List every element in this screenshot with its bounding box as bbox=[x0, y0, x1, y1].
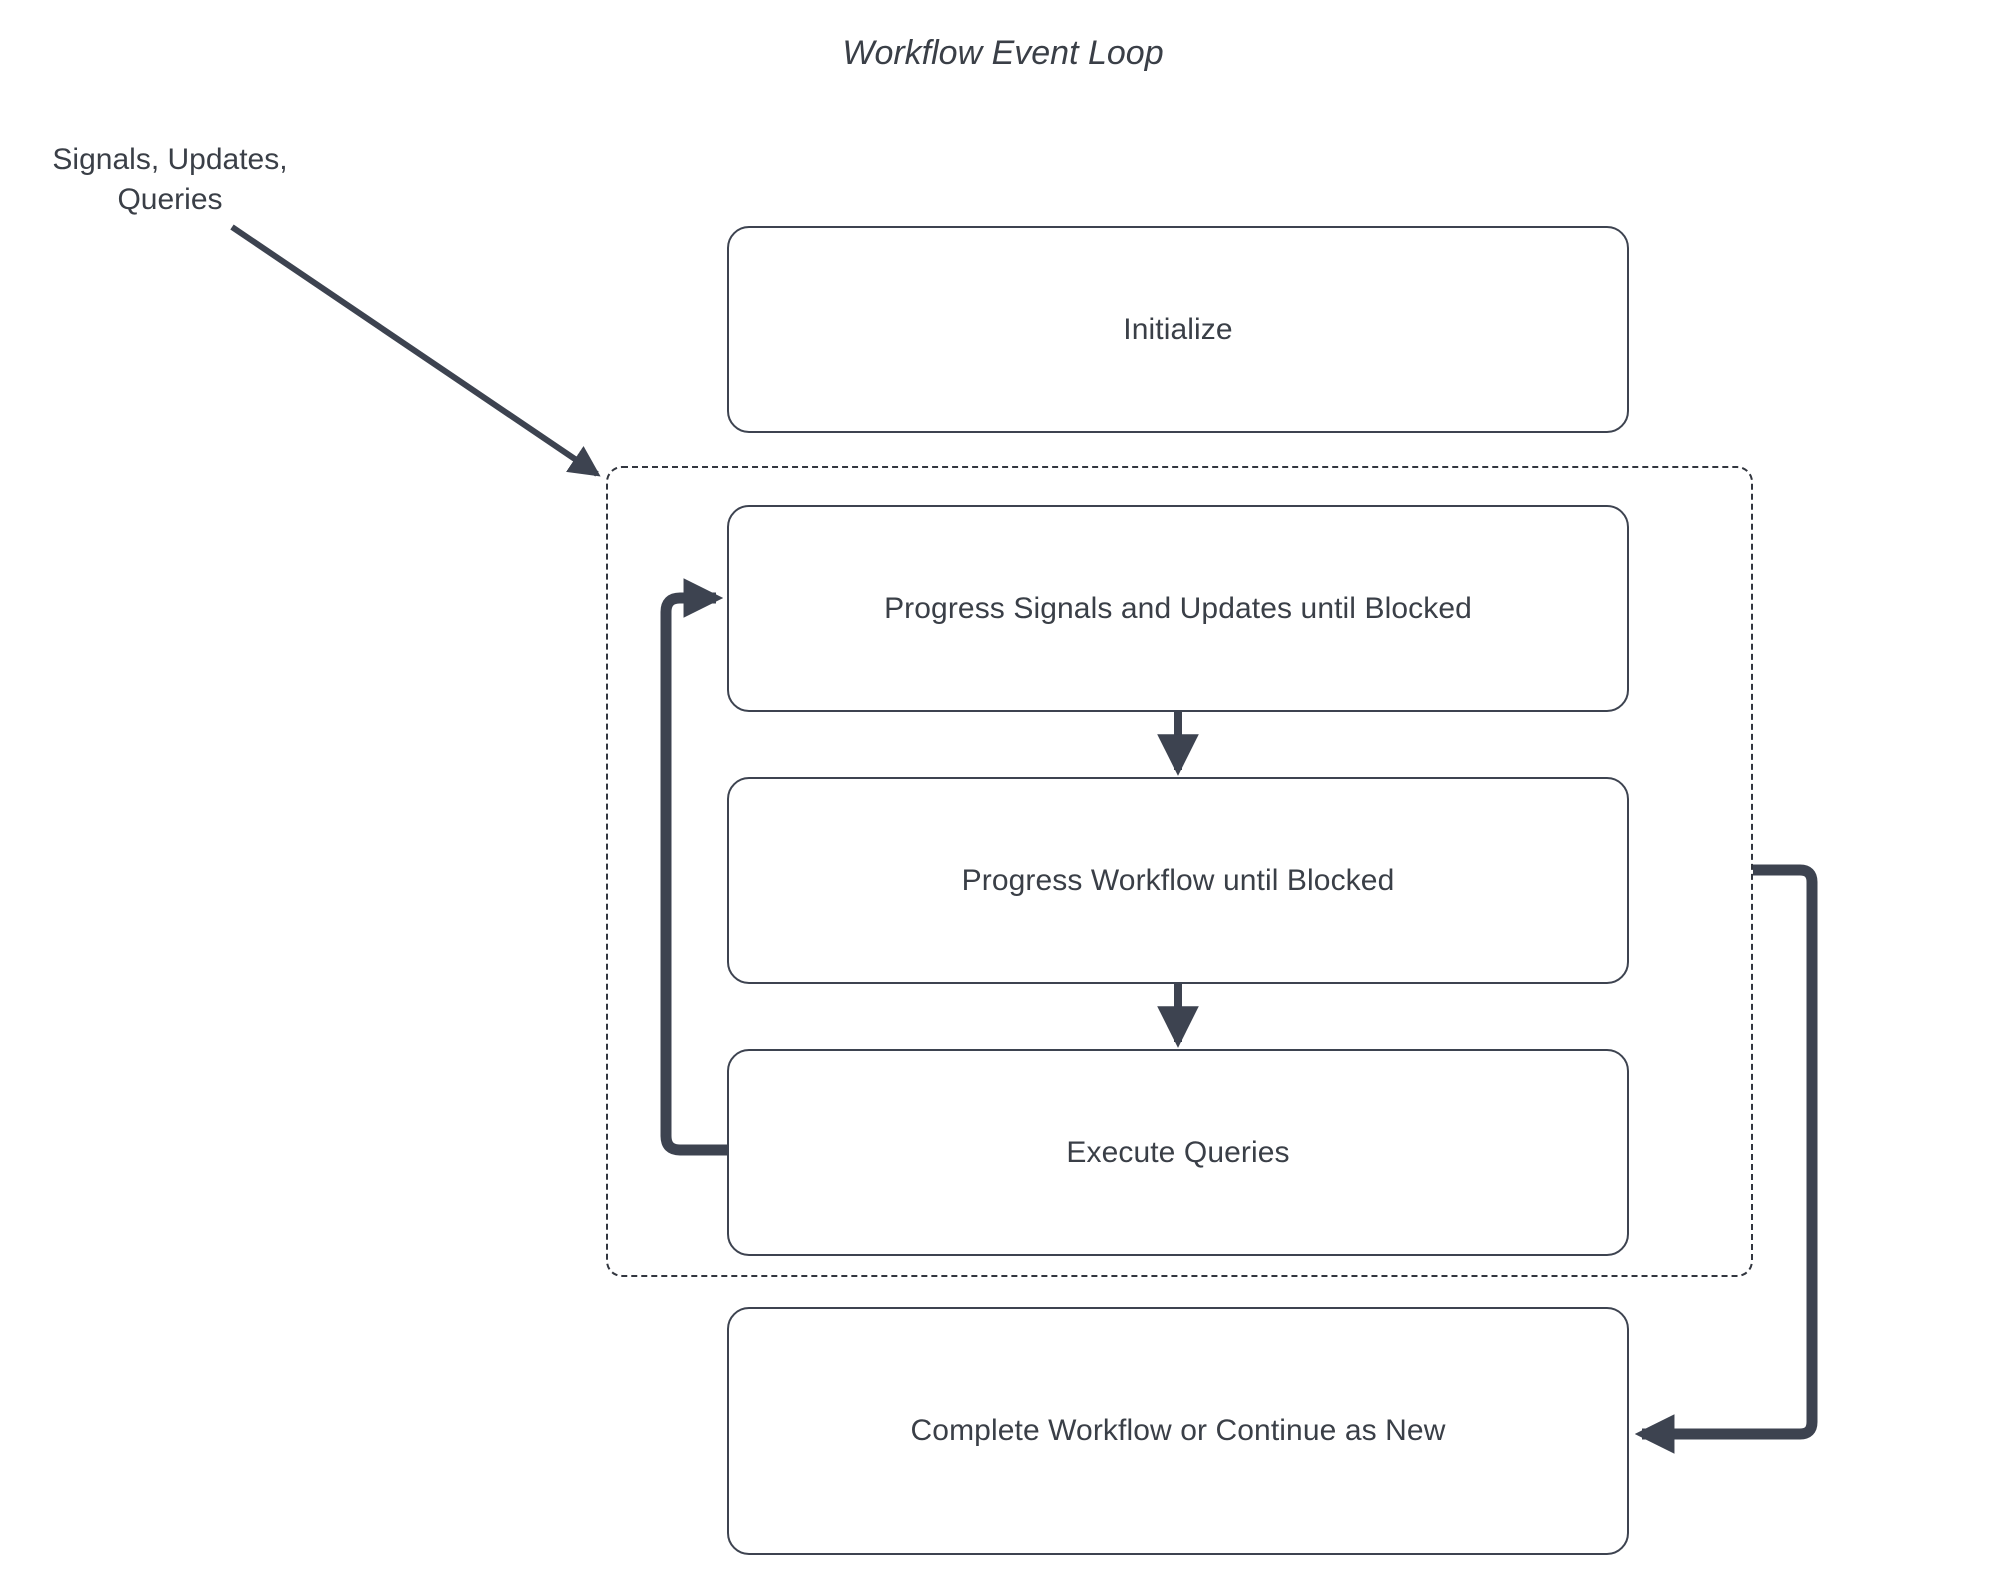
node-progress-workflow-label: Progress Workflow until Blocked bbox=[961, 863, 1395, 897]
node-complete-workflow[interactable]: Complete Workflow or Continue as New bbox=[727, 1307, 1629, 1555]
input-label-line-1: Signals, Updates, bbox=[52, 143, 288, 176]
node-initialize-label: Initialize bbox=[1123, 312, 1233, 346]
edge-loop-to-complete bbox=[1634, 864, 1818, 1454]
event-loop-region bbox=[606, 466, 1753, 1277]
node-execute-queries-label: Execute Queries bbox=[1066, 1135, 1290, 1169]
node-progress-signals-label: Progress Signals and Updates until Block… bbox=[884, 591, 1472, 625]
node-execute-queries[interactable]: Execute Queries bbox=[727, 1049, 1629, 1256]
node-progress-signals[interactable]: Progress Signals and Updates until Block… bbox=[727, 505, 1629, 712]
node-complete-workflow-label: Complete Workflow or Continue as New bbox=[910, 1414, 1446, 1448]
edge-input-to-loop bbox=[230, 224, 601, 477]
node-progress-workflow[interactable]: Progress Workflow until Blocked bbox=[727, 777, 1629, 984]
node-initialize[interactable]: Initialize bbox=[727, 226, 1629, 433]
page-title: Workflow Event Loop bbox=[842, 34, 1164, 72]
input-label: Signals, Updates, Queries bbox=[10, 140, 330, 219]
edge-queries-loop-back bbox=[660, 578, 727, 1156]
input-label-line-2: Queries bbox=[117, 182, 223, 216]
